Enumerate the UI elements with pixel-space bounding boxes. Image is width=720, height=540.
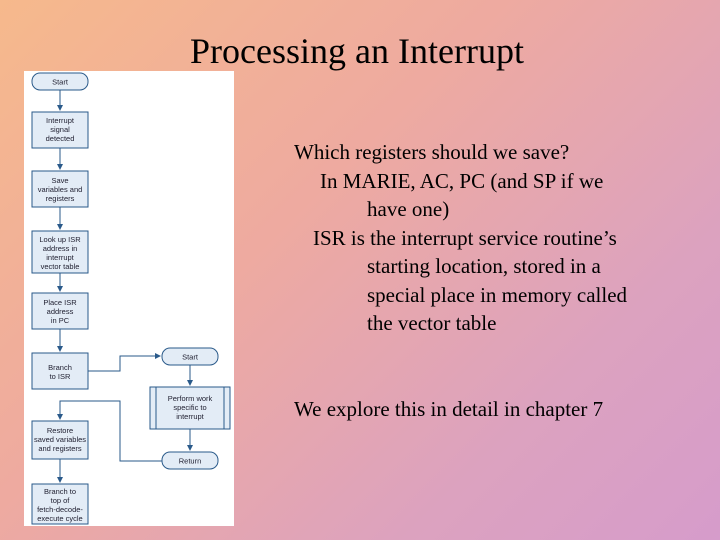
- bullet-chapter: We explore this in detail in chapter 7: [294, 396, 604, 421]
- bullet-isr-line3: special place in memory called: [367, 282, 628, 307]
- place-isr-node: Place ISR address in PC: [31, 292, 89, 330]
- svg-text:interrupt: interrupt: [176, 412, 204, 421]
- bullet-answer-line2: have one): [367, 197, 450, 221]
- left-start-node: Start: [31, 72, 89, 91]
- svg-text:detected: detected: [46, 134, 75, 143]
- svg-text:top of: top of: [51, 496, 71, 505]
- svg-text:Perform work: Perform work: [168, 394, 213, 403]
- svg-text:address: address: [47, 307, 74, 316]
- svg-text:vector table: vector table: [41, 262, 80, 271]
- svg-text:specific to: specific to: [173, 403, 206, 412]
- lookup-isr-node: Look up ISR address in interrupt vector …: [31, 230, 89, 274]
- svg-text:interrupt: interrupt: [46, 253, 74, 262]
- svg-text:signal: signal: [50, 125, 70, 134]
- bullet-isr-line1: ISR is the interrupt service routine’s: [313, 225, 617, 250]
- slide-title: Processing an Interrupt: [190, 31, 524, 71]
- bullet-question: Which registers should we save?: [294, 140, 570, 164]
- restore-registers-node: Restore saved variables and registers: [31, 420, 89, 460]
- svg-text:registers: registers: [46, 194, 75, 203]
- svg-text:Look up ISR: Look up ISR: [39, 235, 81, 244]
- save-registers-node: Save variables and registers: [31, 170, 89, 208]
- svg-text:fetch-decode-: fetch-decode-: [37, 505, 83, 514]
- svg-text:Restore: Restore: [47, 426, 73, 435]
- svg-text:Save: Save: [51, 176, 68, 185]
- slide-body: Which registers should we save? In MARIE…: [294, 138, 714, 423]
- perform-work-node: Perform work specific to interrupt: [149, 386, 231, 430]
- svg-text:in PC: in PC: [51, 316, 70, 325]
- svg-text:Place ISR: Place ISR: [43, 298, 77, 307]
- branch-top-node: Branch to top of fetch-decode- execute c…: [31, 483, 89, 525]
- bullet-answer-line1: In MARIE, AC, PC (and SP if we: [320, 168, 604, 193]
- right-return-node: Return: [161, 451, 219, 470]
- interrupt-detected-node: Interrupt signal detected: [31, 111, 89, 149]
- branch-isr-node: Branch to ISR: [31, 352, 89, 390]
- svg-text:Start: Start: [52, 78, 69, 87]
- svg-text:Branch to: Branch to: [44, 487, 76, 496]
- svg-text:address in: address in: [43, 244, 78, 253]
- svg-text:Start: Start: [182, 353, 199, 362]
- svg-text:and registers: and registers: [38, 444, 82, 453]
- bullet-isr-line2: starting location, stored in a: [367, 254, 601, 278]
- right-start-node: Start: [161, 347, 219, 366]
- flowchart-diagram: Start Interrupt signal detected Save var…: [24, 71, 234, 526]
- svg-text:Interrupt: Interrupt: [46, 116, 75, 125]
- svg-text:saved variables: saved variables: [34, 435, 86, 444]
- svg-text:variables and: variables and: [38, 185, 83, 194]
- svg-text:execute cycle: execute cycle: [37, 514, 82, 523]
- svg-text:Return: Return: [179, 457, 202, 466]
- bullet-isr-line4: the vector table: [367, 311, 497, 335]
- svg-text:Branch: Branch: [48, 363, 72, 372]
- svg-text:to ISR: to ISR: [50, 372, 71, 381]
